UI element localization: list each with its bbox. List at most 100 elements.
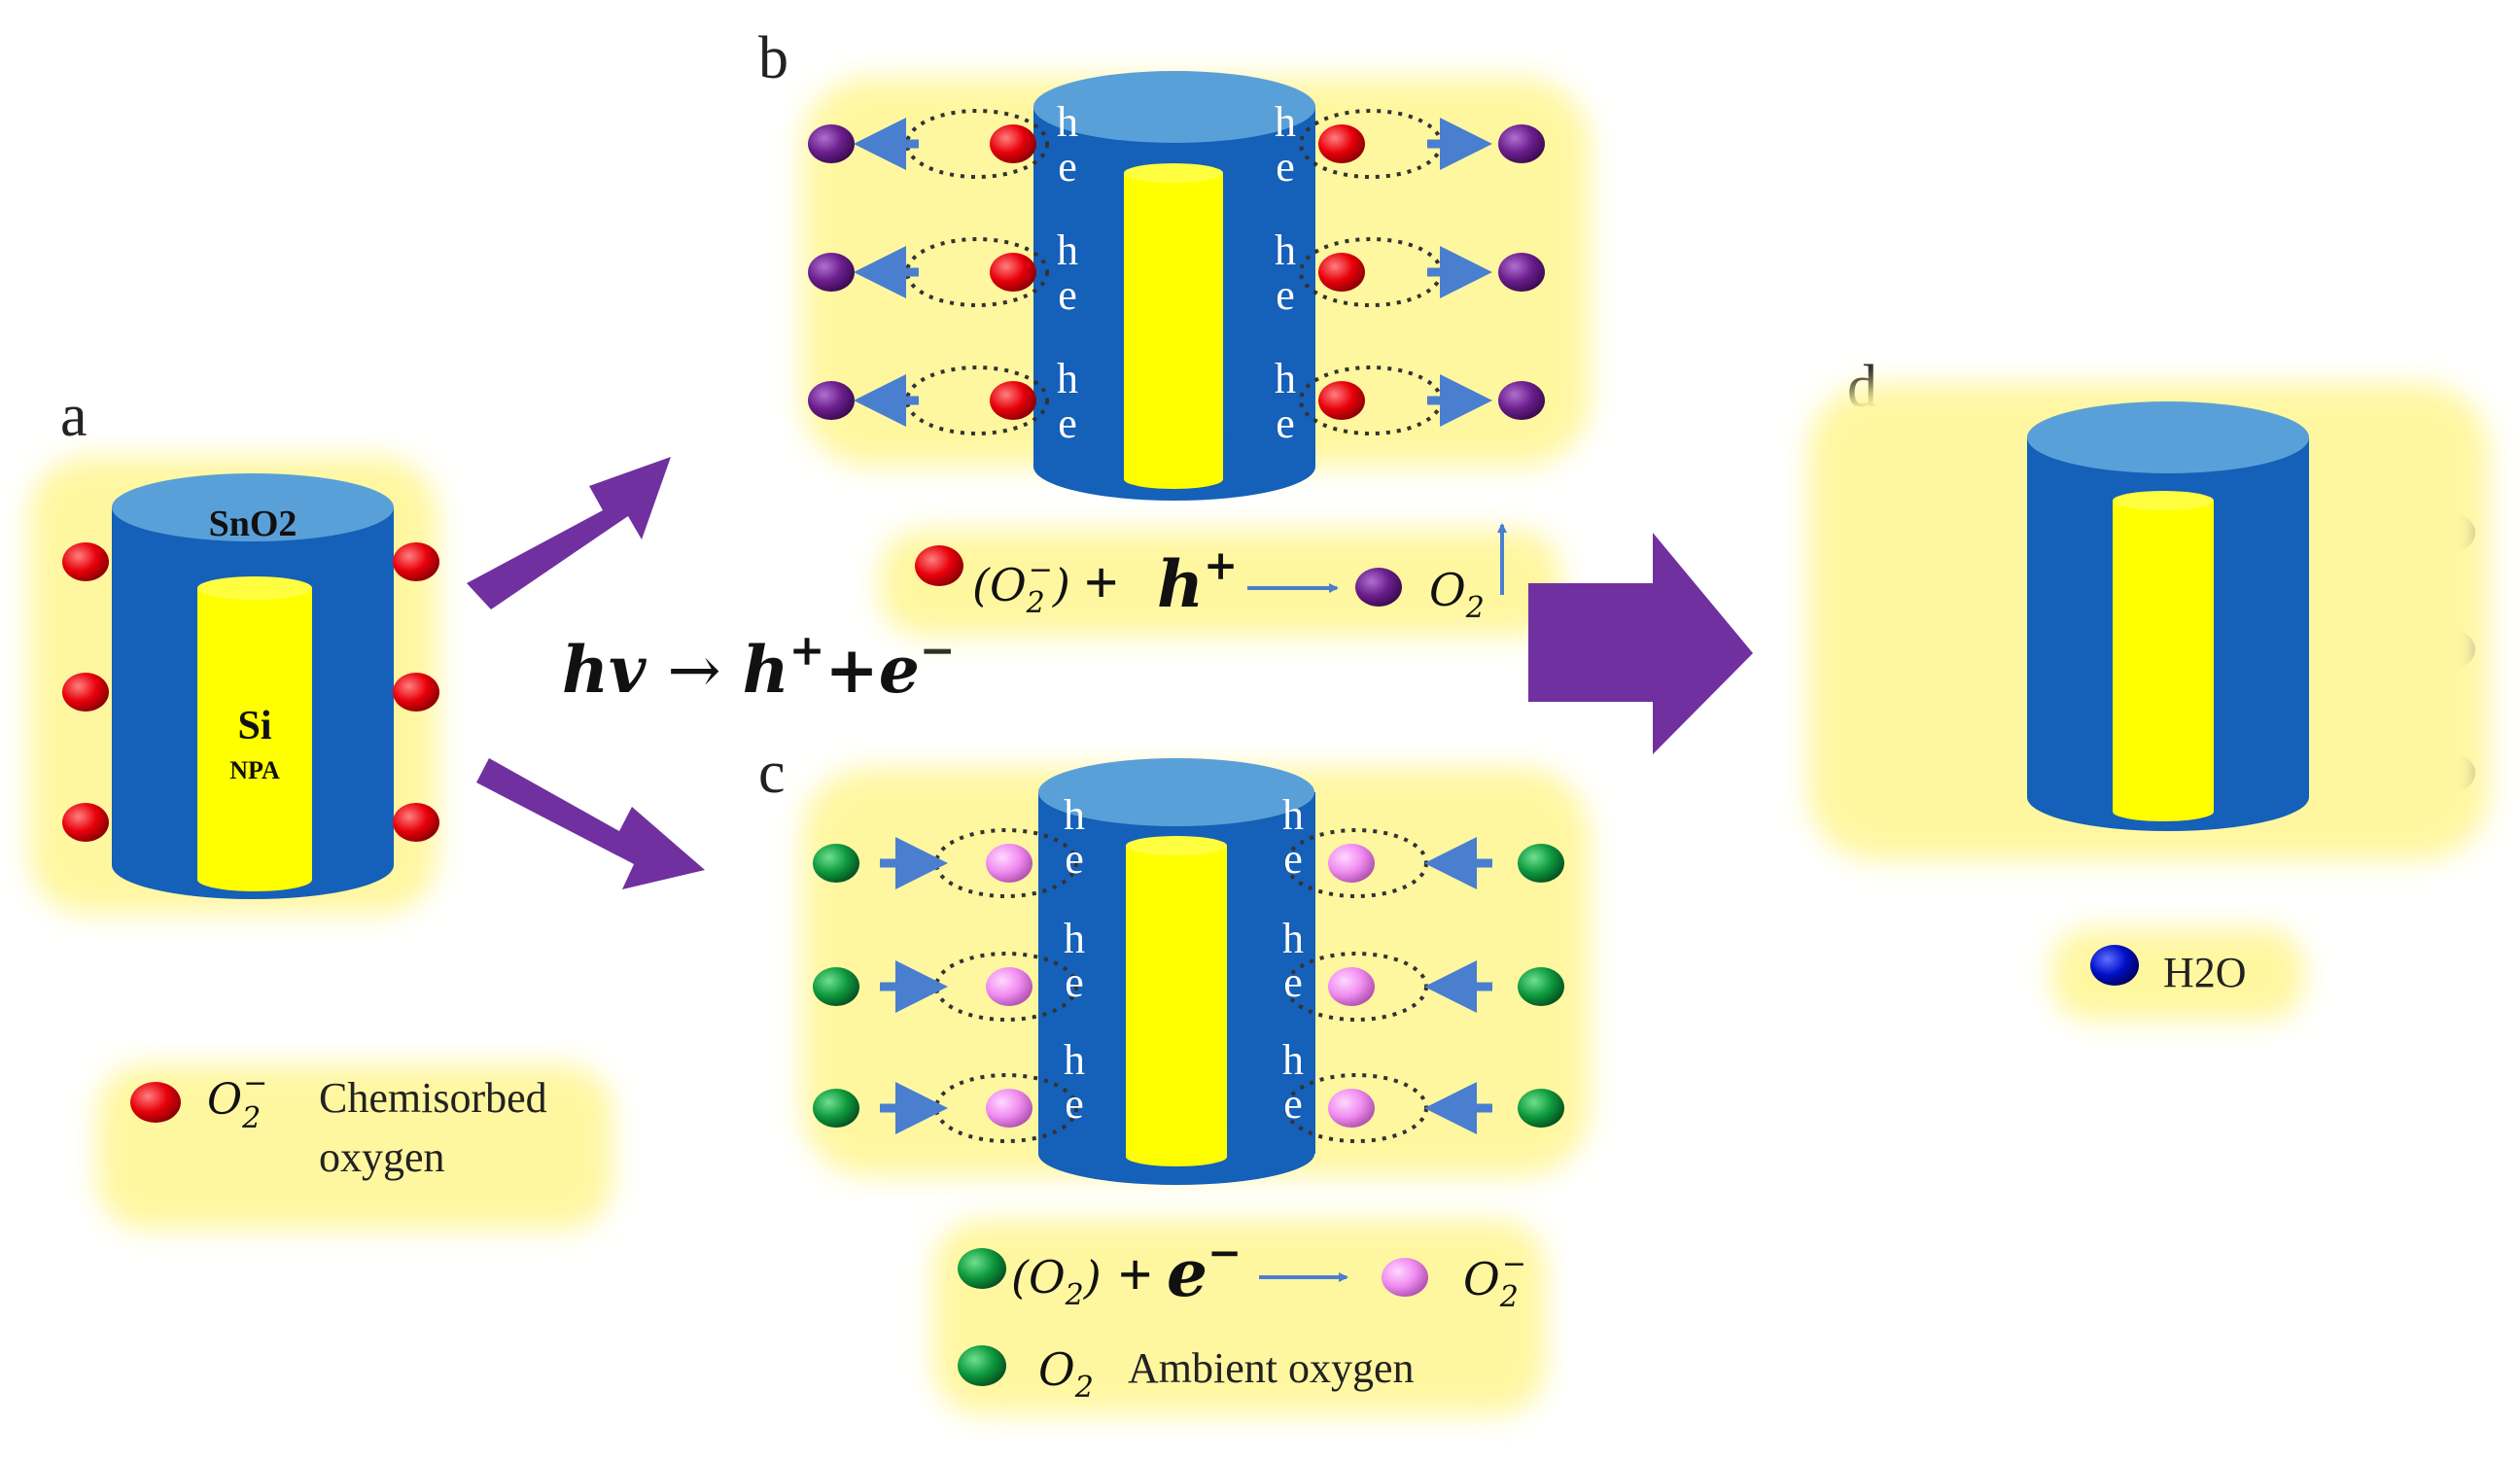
o2-minus-atom [62, 803, 109, 842]
o2-minus-atom [990, 253, 1036, 292]
legend-ambient-text: Ambient oxygen [1128, 1344, 1415, 1392]
dotted-ring [905, 237, 1049, 307]
electron-carrier: e [1058, 400, 1077, 447]
hole-carrier: h [1275, 98, 1296, 146]
sno2-cylinder-c [1038, 758, 1315, 1185]
equation-b: (O2−) + h+ O2 [880, 523, 1560, 637]
npa-label: NPA [229, 756, 280, 784]
o2-released-atom [1498, 253, 1545, 292]
o2-ambient-atom [813, 1089, 859, 1128]
o2-ambient-atom [1518, 844, 1564, 883]
eq-c-plus: + [1118, 1242, 1152, 1308]
o2-ambient-atom [1518, 967, 1564, 1006]
o2-minus-atom [986, 1089, 1032, 1128]
si-label: Si [237, 704, 271, 748]
o2-minus-atom [393, 803, 439, 842]
o2-minus-atom [1318, 381, 1365, 420]
o2-minus-atom [62, 542, 109, 581]
legend-o2-minus-symbol: O2− [207, 1066, 267, 1135]
o2-minus-atom [62, 673, 109, 712]
panel-a-letter: a [60, 383, 88, 449]
dotted-ring [934, 828, 1078, 898]
legend-water-text: H2O [2163, 949, 2247, 996]
equation-c: (O2) + e− O2− O2 Ambient oxygen [933, 1220, 1546, 1414]
o2-minus-atom [393, 542, 439, 581]
sno2-cylinder-b [1033, 71, 1315, 501]
o2-minus-atom [393, 673, 439, 712]
o2-minus-atom [1328, 967, 1375, 1006]
panel-c-letter: c [758, 740, 786, 806]
hole-carrier: h [1064, 791, 1085, 839]
eq-b-hole: h+ [1157, 541, 1238, 622]
dotted-ring [934, 1073, 1078, 1143]
electron-carrier: e [1276, 143, 1295, 191]
o2-released-atom [808, 124, 855, 163]
hole-carrier: h [1064, 1036, 1085, 1084]
o2-released-atom [808, 253, 855, 292]
hole-carrier: h [1057, 226, 1078, 274]
hole-carrier: h [1282, 791, 1304, 839]
o2-minus-atom [1328, 844, 1375, 883]
eq-c-reactant: (O2) [1011, 1251, 1102, 1312]
o2-minus-atom [986, 967, 1032, 1006]
eq-b-product: O2 [1429, 564, 1485, 625]
electron-carrier: e [1065, 958, 1084, 1006]
panel-b: b [758, 25, 1590, 501]
legend-water-atom [2090, 945, 2139, 986]
legend-chemisorbed-line1: Chemisorbed [319, 1074, 547, 1122]
o2-released-atom [1498, 124, 1545, 163]
equation-b-glow [880, 530, 1560, 637]
electron-carrier: e [1283, 1080, 1303, 1128]
legend-ambient-symbol: O2 [1038, 1343, 1094, 1405]
electron-carrier: e [1058, 271, 1077, 319]
hole-carrier: h [1057, 355, 1078, 402]
panel-d: d H2O [1808, 354, 2489, 1021]
o2-minus-atom [990, 124, 1036, 163]
chemisorbed-oxygen-atoms-a [62, 542, 439, 842]
o2-ambient-atom [813, 844, 859, 883]
sno2-cylinder-a [112, 473, 394, 899]
electron-carrier: e [1058, 143, 1077, 191]
photogeneration-equation: hv→h++e− [562, 626, 956, 708]
o2-released-atom [1498, 381, 1545, 420]
eq-c-electron: e− [1167, 1229, 1242, 1311]
legend-a-glow [97, 1064, 612, 1230]
eq-b-o2-atom [1355, 568, 1402, 607]
o2-ambient-atom [1518, 1089, 1564, 1128]
hole-carrier: h [1275, 355, 1296, 402]
eq-c-o2-atom [958, 1248, 1006, 1289]
o2-ambient-atom [813, 967, 859, 1006]
electron-carrier: e [1276, 271, 1295, 319]
hole-carrier: h [1275, 226, 1296, 274]
sno2-cylinder-d [2027, 401, 2309, 831]
hole-carrier: h [1282, 915, 1304, 962]
arrow-a-to-c [476, 758, 705, 889]
hole-carrier: h [1282, 1036, 1304, 1084]
electron-carrier: e [1283, 958, 1303, 1006]
eq-b-plus: + [1084, 550, 1118, 616]
dotted-ring [934, 952, 1078, 1022]
eq-b-reactant: (O2−) [972, 553, 1070, 620]
o2-minus-atom [1318, 124, 1365, 163]
electron-carrier: e [1283, 835, 1303, 883]
sno2-label: SnO2 [209, 504, 298, 544]
electron-carrier: e [1065, 1080, 1084, 1128]
panel-b-letter: b [758, 25, 788, 91]
electron-carrier: e [1065, 835, 1084, 883]
dotted-ring [905, 109, 1049, 179]
eq-c-o2-minus-atom [1382, 1258, 1428, 1297]
arrow-a-to-b [467, 457, 671, 609]
o2-released-atom [808, 381, 855, 420]
electron-carrier: e [1276, 400, 1295, 447]
eq-b-o2-minus-atom [915, 545, 963, 586]
hole-carrier: h [1057, 98, 1078, 146]
dotted-ring [905, 365, 1049, 435]
legend-o2-minus-atom [130, 1082, 181, 1123]
arrow-to-d [1528, 533, 1753, 754]
o2-minus-atom [990, 381, 1036, 420]
panel-c: c [758, 740, 1590, 1185]
legend-chemisorbed-line2: oxygen [319, 1133, 445, 1181]
o2-minus-atom [1318, 253, 1365, 292]
o2-minus-atom [1328, 1089, 1375, 1128]
panel-a: a SnO2 Si NPA O2− Chemisorbed oxygen [29, 383, 612, 1230]
